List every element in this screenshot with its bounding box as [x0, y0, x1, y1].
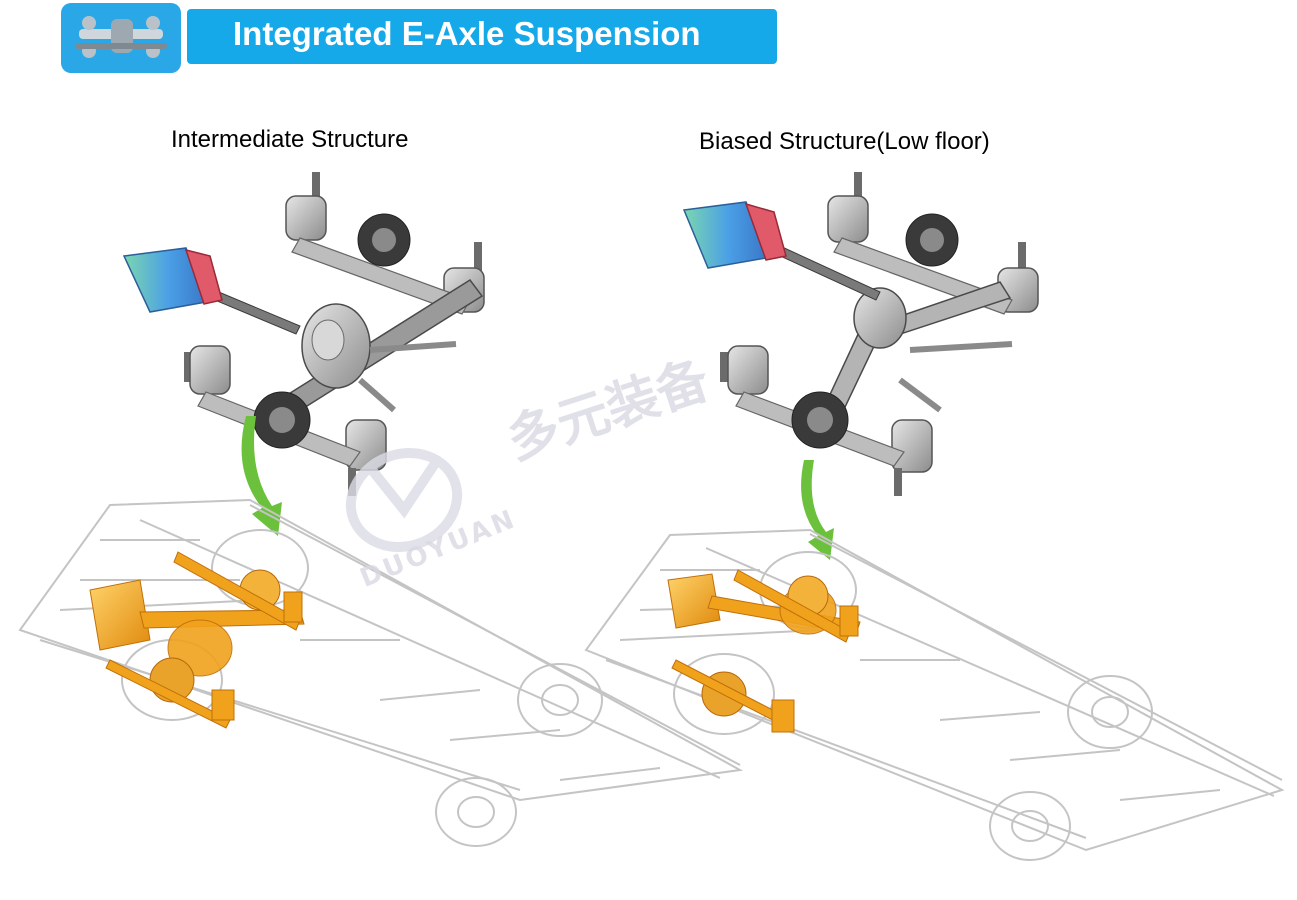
down-arrow-icon: [801, 460, 834, 560]
duoyuan-watermark-logo: [345, 447, 463, 553]
e-axle-assembly-intermediate: [122, 172, 485, 536]
caption-intermediate-structure: Intermediate Structure: [171, 126, 409, 153]
air-spring: [827, 172, 869, 243]
air-spring: [285, 172, 327, 241]
caption-biased-structure: Biased Structure(Low floor): [699, 128, 990, 155]
e-axle-assembly-biased: [682, 172, 1039, 560]
air-spring: [184, 345, 231, 395]
header-title-bar: Integrated E-Axle Suspension: [187, 9, 777, 64]
header-thumbnail: [61, 3, 181, 73]
air-spring: [891, 419, 933, 496]
axle-thumbnail-icon: [75, 16, 167, 58]
down-arrow-icon: [241, 416, 282, 536]
highlighted-e-axle-biased: [667, 569, 861, 733]
electric-motor: [122, 247, 223, 313]
highlighted-e-axle-intermediate: [89, 551, 305, 729]
page-title: Integrated E-Axle Suspension: [233, 15, 701, 52]
air-spring: [720, 345, 769, 395]
electric-motor: [682, 201, 787, 269]
